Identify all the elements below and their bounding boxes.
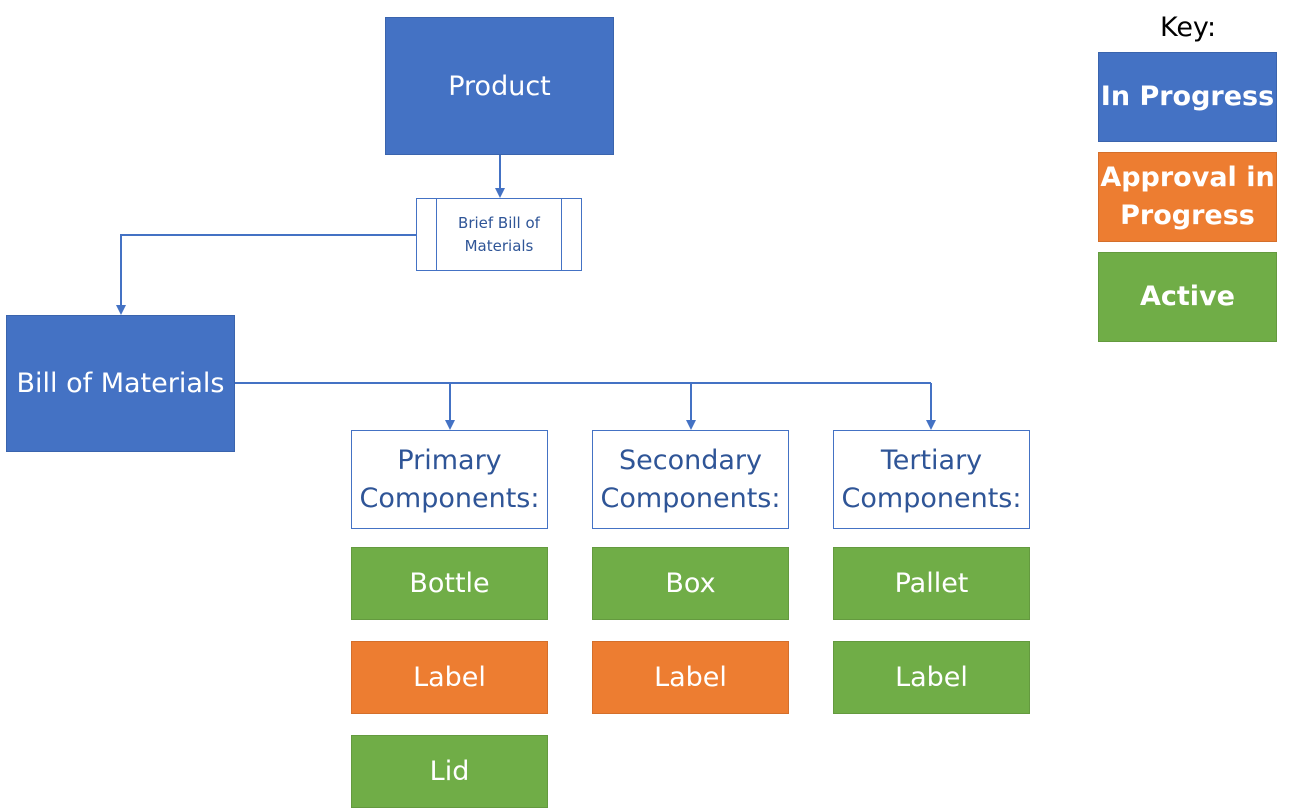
key-title: Key: xyxy=(1159,12,1217,43)
brief-bom-left-bar xyxy=(436,199,437,270)
component-label: Label xyxy=(895,662,968,693)
key-active: Active xyxy=(1098,252,1277,342)
product-node: Product xyxy=(385,17,614,155)
key-label: Active xyxy=(1140,281,1235,312)
component-label: Box xyxy=(665,568,716,599)
bom-node: Bill of Materials xyxy=(6,315,235,452)
secondary-components-label: Secondary Components: xyxy=(600,444,781,514)
component-label: Bottle xyxy=(409,568,490,599)
component-label: Label xyxy=(413,662,486,693)
tertiary-components-node: Tertiary Components: xyxy=(833,430,1030,529)
secondary-components-node: Secondary Components: xyxy=(592,430,789,529)
primary-components-node: Primary Components: xyxy=(351,430,548,529)
component-lid: Lid xyxy=(351,735,548,808)
component-label: Label xyxy=(654,662,727,693)
primary-components-label: Primary Components: xyxy=(359,444,540,514)
component-box: Box xyxy=(592,547,789,620)
bom-label: Bill of Materials xyxy=(16,368,225,399)
component-bottle: Bottle xyxy=(351,547,548,620)
key-in-progress: In Progress xyxy=(1098,52,1277,142)
component-label: Pallet xyxy=(894,568,969,599)
component-tertiary-label: Label xyxy=(833,641,1030,714)
component-label: Lid xyxy=(429,756,470,787)
component-primary-label: Label xyxy=(351,641,548,714)
component-secondary-label: Label xyxy=(592,641,789,714)
key-approval-in-progress: Approval in Progress xyxy=(1098,152,1277,242)
key-label: Approval in Progress xyxy=(1100,162,1275,231)
brief-bom-node: Brief Bill of Materials xyxy=(416,198,582,271)
component-pallet: Pallet xyxy=(833,547,1030,620)
tertiary-components-label: Tertiary Components: xyxy=(841,444,1022,514)
product-label: Product xyxy=(448,70,551,102)
connector-brief-to-bom xyxy=(116,234,416,315)
key-label: In Progress xyxy=(1100,81,1275,112)
brief-bom-label: Brief Bill of Materials xyxy=(458,213,540,255)
brief-bom-right-bar xyxy=(561,199,562,270)
